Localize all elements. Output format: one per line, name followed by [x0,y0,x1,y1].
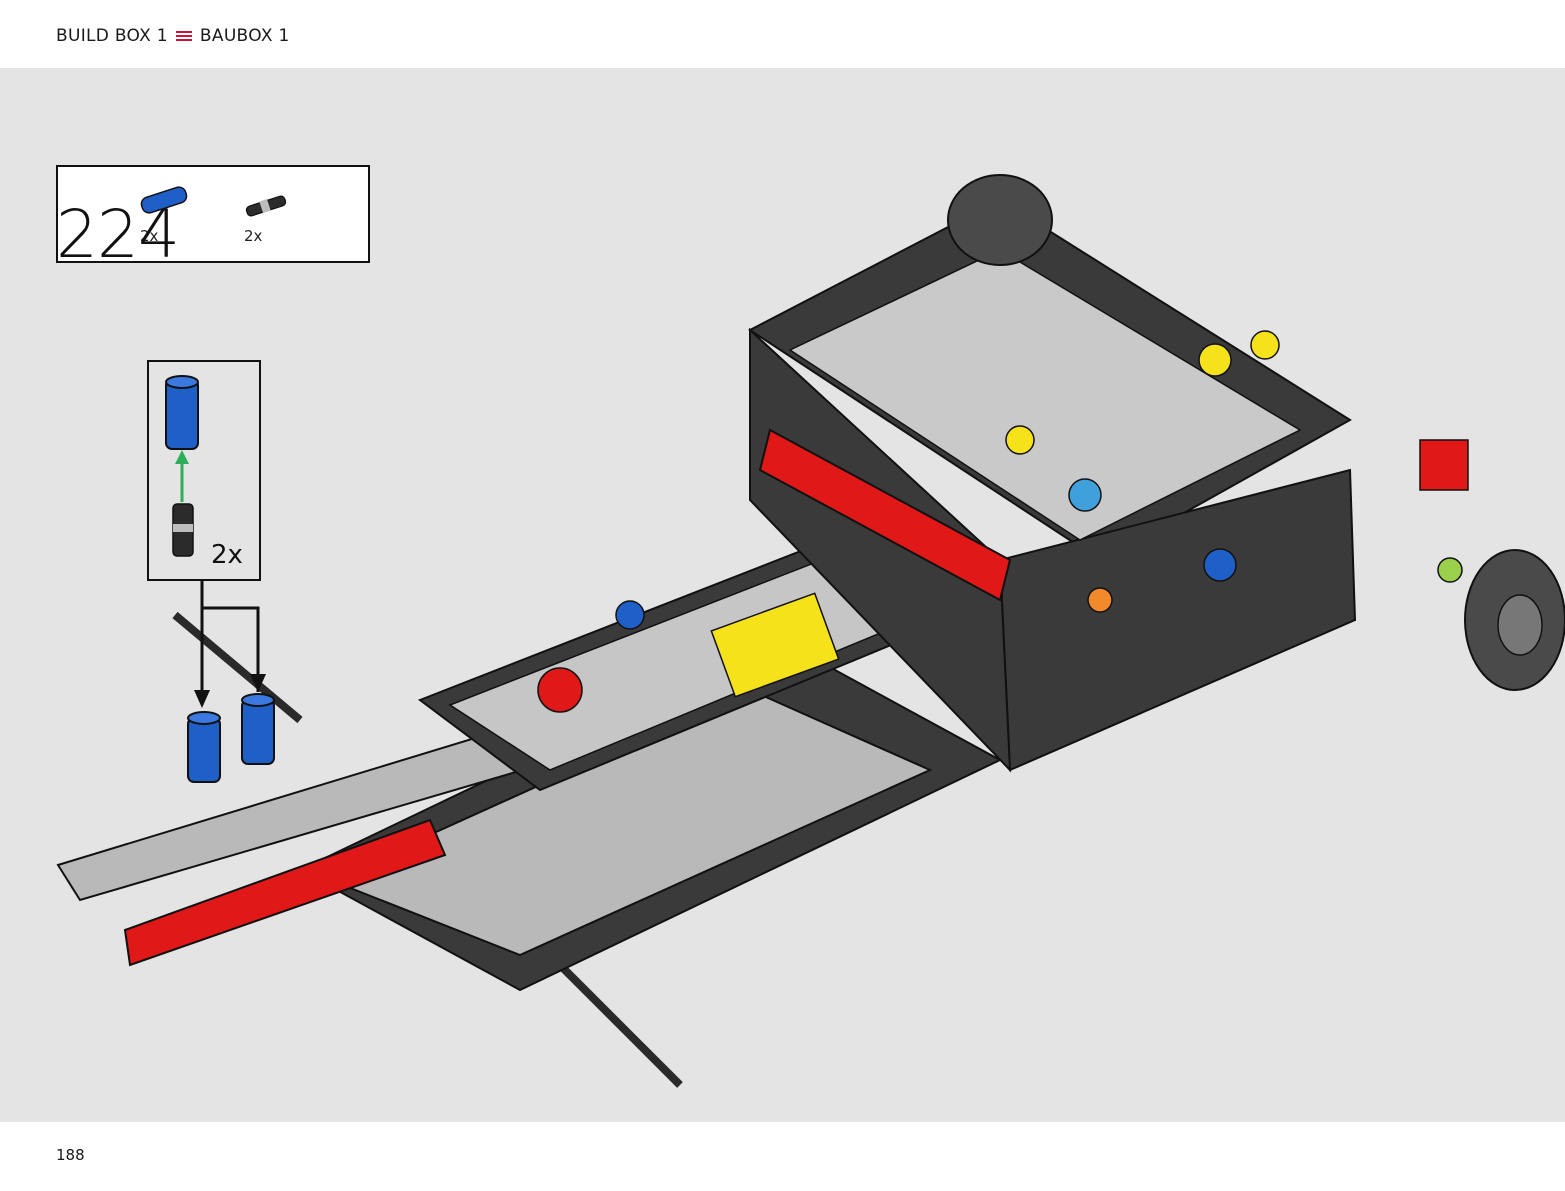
page-footer: 188 [0,1122,1565,1191]
baubox-label: BAUBOX 1 [199,26,290,46]
callout-qty: 2x [211,540,243,570]
model-illustration [56,174,1565,1088]
page-header: BUILD BOX 1 BAUBOX 1 [0,0,1565,68]
callout-blue-connector-icon [165,378,199,450]
arrow-to-connector-2 [200,578,260,692]
engine-block [788,249,1302,541]
blue-pin-connector-icon [140,186,188,214]
parts-list: 2x 2x [56,165,370,263]
part-qty-black: 2x [244,227,263,245]
red-beam [123,818,447,967]
page-number: 188 [56,1146,85,1164]
axle-bottom [547,952,683,1088]
parts-icons [140,186,287,217]
axle-left [172,611,303,724]
instruction-canvas: 2x 2x 224 2x [0,68,1565,1122]
hub-rear [947,174,1053,266]
subassembly-callout: 2x [147,360,261,581]
placed-blue-connector-2 [241,699,275,765]
placed-blue-connector-1 [187,717,221,783]
black-axle-pin-icon [245,195,287,217]
step-number: 224 [56,196,180,273]
build-box-label: BUILD BOX 1 [56,26,168,46]
callout-illustration [165,375,199,557]
build-box-title: BUILD BOX 1 BAUBOX 1 [56,26,290,46]
part-qty-blue: 2x [140,227,159,245]
menu-icon [175,30,192,42]
